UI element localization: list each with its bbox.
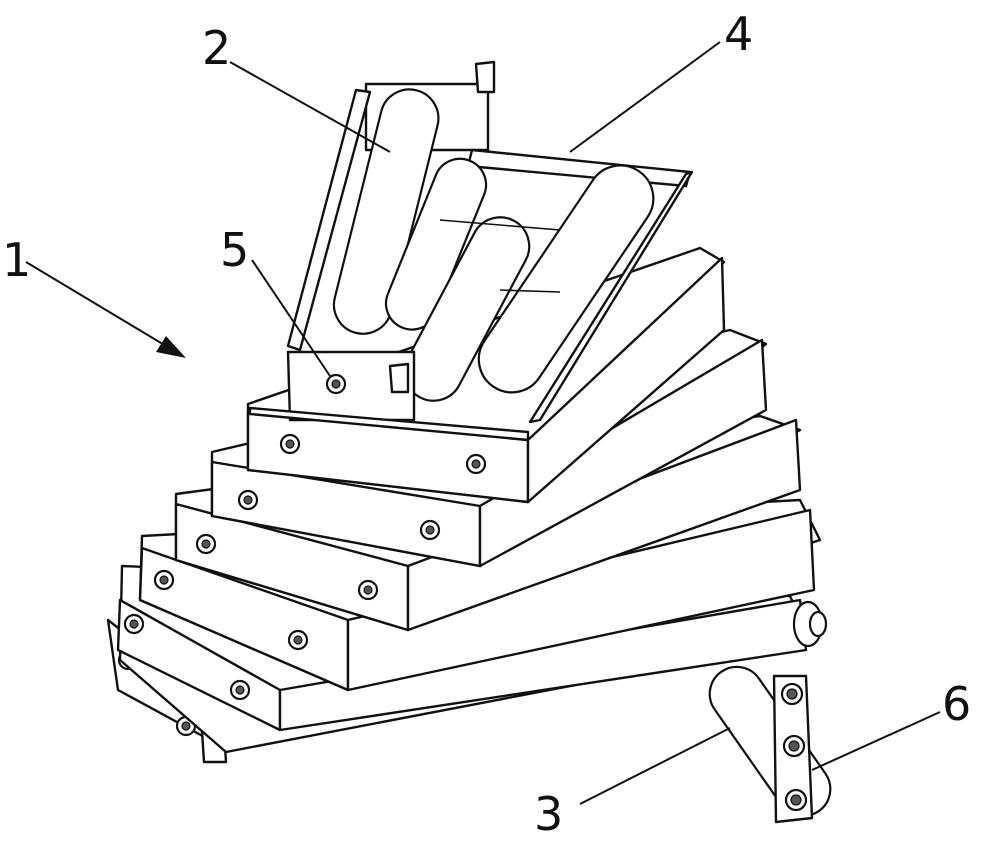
label-3: 3 xyxy=(534,787,563,841)
label-4: 4 xyxy=(724,7,753,61)
arrow-1 xyxy=(25,261,186,358)
label-5: 5 xyxy=(220,223,249,277)
leader-6 xyxy=(811,711,941,771)
right-bracket xyxy=(772,674,814,824)
label-1: 1 xyxy=(2,233,31,287)
leader-3 xyxy=(579,727,731,805)
leader-2 xyxy=(229,61,391,153)
top-tray xyxy=(248,60,694,442)
leader-4 xyxy=(569,41,721,153)
lower-roller xyxy=(708,665,832,818)
end-roller xyxy=(792,600,828,648)
label-2: 2 xyxy=(202,21,231,75)
leader-5 xyxy=(251,259,331,377)
label-6: 6 xyxy=(942,677,971,731)
